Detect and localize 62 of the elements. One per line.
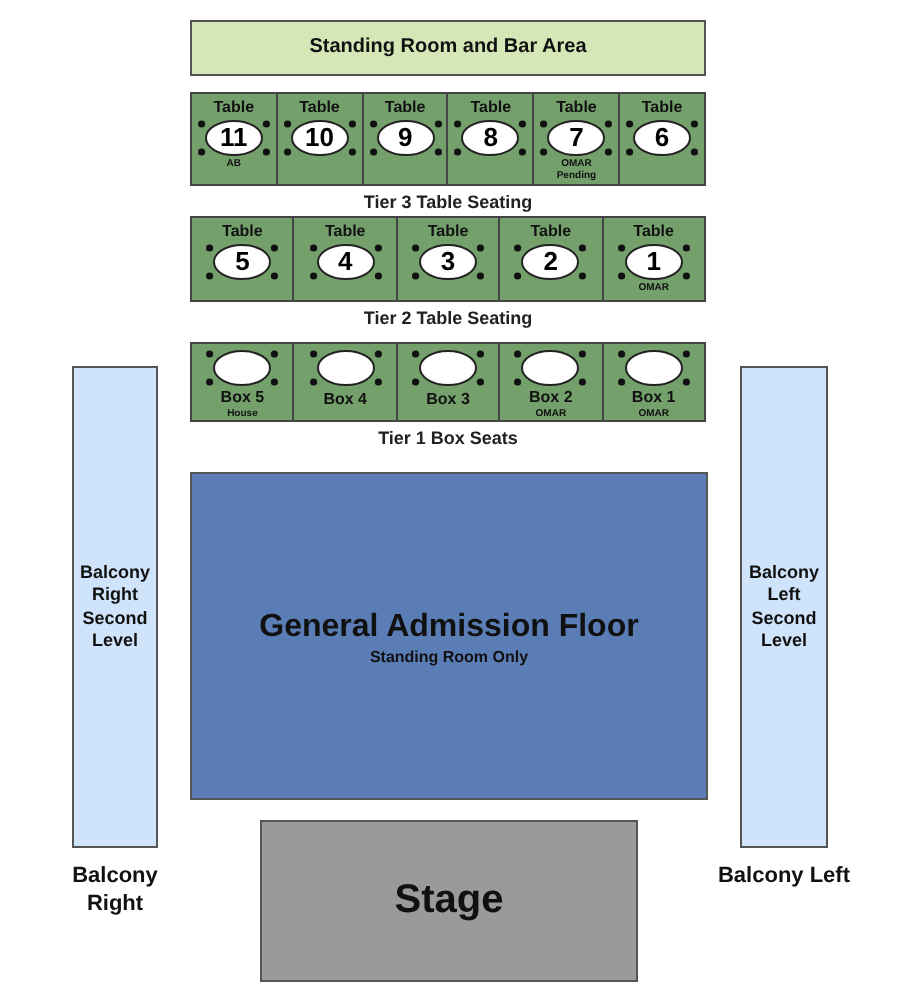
area-title: Balcony Left Second Level	[746, 562, 821, 652]
box-label: Box 2	[529, 388, 573, 408]
table-cell	[532, 94, 619, 184]
table-number: 4	[335, 248, 355, 276]
table-cell	[601, 218, 705, 300]
table-number: 3	[438, 248, 458, 276]
table-number: 10	[303, 124, 336, 152]
table-cell	[275, 94, 362, 184]
table-number: 2	[541, 248, 561, 276]
area-title: General Admission Floor	[259, 607, 639, 647]
table-label: Table	[633, 222, 674, 242]
seating-tier	[190, 92, 706, 212]
table-label: Table	[384, 98, 426, 118]
table-cell	[498, 218, 602, 300]
standing-area	[190, 20, 706, 76]
section-caption: Balcony Left	[716, 862, 852, 890]
table-cell	[395, 218, 499, 300]
table-label: Table	[213, 98, 255, 118]
box-label: Box 4	[323, 390, 367, 410]
area-subtitle: Standing Room Only	[369, 647, 529, 665]
balcony-section	[740, 366, 828, 848]
tier-heading: Tier 2 Table Seating	[363, 308, 533, 328]
table-number: 9	[395, 124, 415, 152]
table-number: 8	[481, 124, 500, 152]
area-title: Stage	[394, 876, 504, 926]
table-label: Table	[641, 98, 683, 118]
box-seat-cell	[498, 344, 602, 420]
table-number: 6	[652, 124, 672, 152]
table-number: 1	[644, 248, 663, 276]
table-number: 11	[218, 124, 250, 152]
table-cell	[618, 94, 704, 184]
box-label: Box 1	[631, 388, 676, 408]
table-cell	[361, 94, 447, 184]
table-cell	[292, 218, 396, 300]
table-number: 5	[233, 248, 252, 276]
box-label: Box 3	[426, 390, 470, 410]
seating-tier	[190, 342, 706, 448]
table-label: Table	[530, 222, 572, 242]
tier-heading: Tier 3 Table Seating	[363, 192, 533, 212]
box-label: Box 5	[220, 388, 265, 408]
table-cell	[192, 218, 293, 300]
table-label: Table	[470, 98, 512, 118]
table-label: Table	[299, 98, 340, 118]
table-label: Table	[556, 98, 597, 118]
balcony-section	[72, 366, 158, 848]
floor-area	[190, 472, 708, 800]
seating-tier	[190, 216, 706, 328]
box-seat-cell	[292, 344, 396, 420]
table-cell	[446, 94, 533, 184]
table-label: Table	[324, 222, 366, 242]
box-seat-cell	[192, 344, 293, 420]
section-caption: Balcony Right	[70, 862, 160, 918]
stage-area	[260, 820, 638, 982]
table-label: Table	[427, 222, 469, 242]
box-seat-cell	[601, 344, 705, 420]
box-seat-cell	[395, 344, 499, 420]
table-label: Table	[222, 222, 263, 242]
area-title: Balcony Right Second Level	[78, 562, 152, 652]
area-title: Standing Room and Bar Area	[309, 35, 587, 61]
tier-heading: Tier 1 Box Seats	[378, 428, 518, 448]
table-number: 7	[567, 124, 586, 152]
table-cell	[192, 94, 276, 184]
